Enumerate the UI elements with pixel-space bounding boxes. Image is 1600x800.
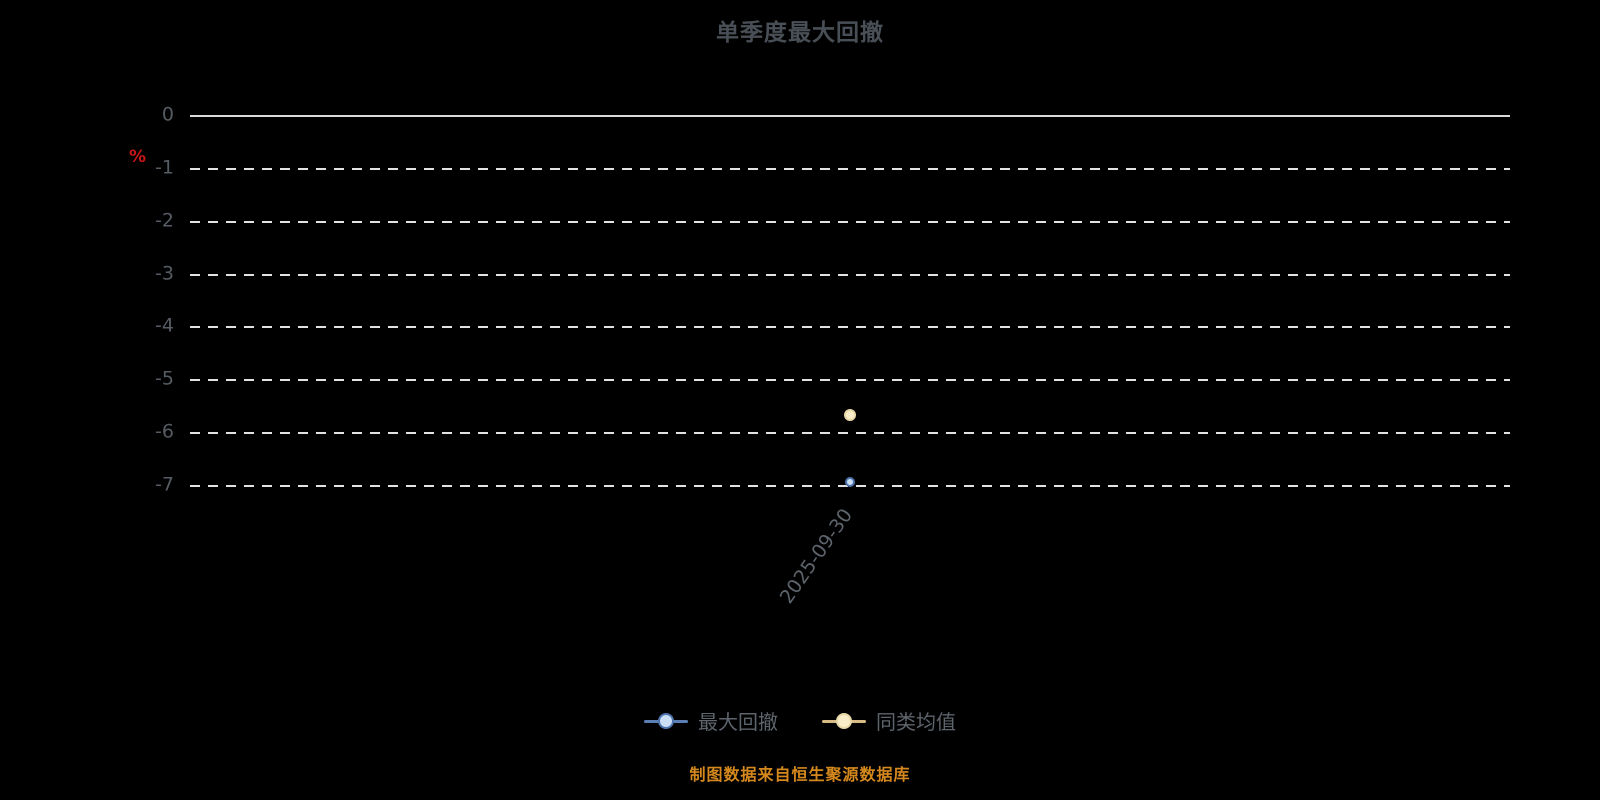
y-axis-unit-label: % bbox=[129, 147, 147, 167]
y-tick-label: -6 bbox=[155, 420, 174, 443]
x-tick-label: 2025-09-30 bbox=[775, 504, 858, 608]
legend-item-max-drawdown[interactable]: 最大回撤 bbox=[644, 706, 778, 735]
gridline bbox=[190, 167, 1510, 170]
y-tick-label: -1 bbox=[155, 156, 174, 179]
y-axis-tick-labels: 0 -1 -2 -3 -4 -5 -6 -7 bbox=[95, 105, 180, 494]
data-source-note: 制图数据来自恒生聚源数据库 bbox=[689, 765, 911, 784]
legend-circle bbox=[658, 712, 674, 729]
data-point-max-drawdown[interactable] bbox=[845, 476, 855, 487]
legend-label-max-drawdown: 最大回撤 bbox=[698, 710, 778, 734]
plot-area bbox=[190, 115, 1510, 487]
legend-label-category-average: 同类均值 bbox=[876, 710, 956, 734]
y-tick-label: -2 bbox=[155, 209, 174, 232]
y-tick-label: -5 bbox=[155, 367, 174, 390]
y-tick-label: -4 bbox=[155, 314, 174, 337]
gridline bbox=[190, 379, 1510, 382]
legend: 最大回撤 同类均值 bbox=[0, 706, 1600, 735]
legend-marker-max-drawdown-icon bbox=[644, 712, 688, 730]
y-tick-label: 0 bbox=[161, 103, 174, 126]
gridline bbox=[190, 220, 1510, 223]
gridline bbox=[190, 432, 1510, 435]
legend-circle bbox=[836, 712, 852, 729]
gridline bbox=[190, 326, 1510, 329]
legend-marker-category-average-icon bbox=[822, 712, 866, 730]
data-point-category-average[interactable] bbox=[844, 409, 856, 422]
x-axis-baseline bbox=[190, 115, 1510, 117]
y-tick-label: -7 bbox=[155, 473, 174, 496]
y-tick-label: -3 bbox=[155, 262, 174, 285]
chart-title: 单季度最大回撤 bbox=[716, 20, 884, 46]
legend-item-category-average[interactable]: 同类均值 bbox=[822, 706, 956, 735]
gridline bbox=[190, 273, 1510, 276]
